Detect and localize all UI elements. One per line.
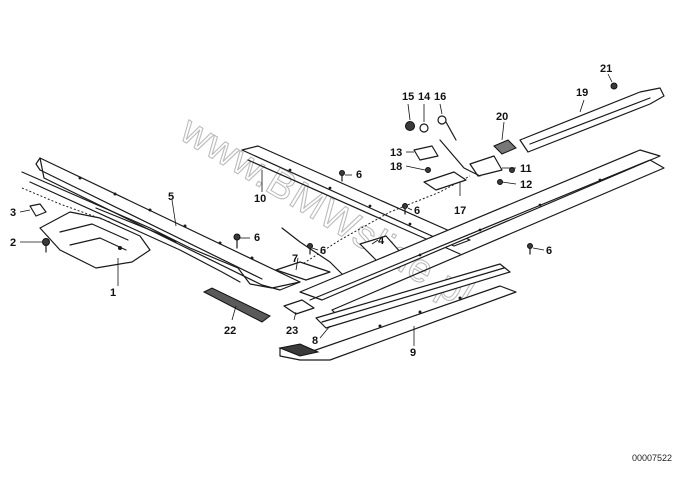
part-2-screw [42,238,50,253]
callout-23: 23 [286,325,298,337]
callout-8: 8 [312,335,318,347]
callout-7: 7 [292,253,298,265]
callout-3: 3 [10,207,16,219]
part-20-pad [493,139,517,155]
callout-1: 1 [110,287,116,299]
callout-10: 10 [254,193,266,205]
callout-14: 14 [418,91,431,103]
part-19-lifting-arm [519,87,665,153]
part-17-bracket [423,139,515,191]
right-guide-rail [299,149,665,319]
part-9-lower-rail [278,285,517,361]
screw-6-d [307,243,313,255]
screw-6-b [233,233,241,249]
callout-6-right: 6 [546,245,552,257]
callout-2: 2 [10,237,16,249]
callout-15: 15 [402,91,414,103]
callout-22: 22 [224,325,236,337]
part-13-lever [413,145,439,161]
callout-9: 9 [410,347,416,359]
part-1-drive-bracket [21,187,177,269]
screw-6-c [402,203,408,215]
callout-6-lower: 6 [320,245,326,257]
callout-5: 5 [168,191,174,203]
callout-6-middle: 6 [414,205,420,217]
part-7-slide [275,261,331,281]
callout-16: 16 [434,91,446,103]
callout-19: 19 [576,87,588,99]
callout-6-upper: 6 [356,169,362,181]
part-5-frame-rail [21,157,301,291]
diagram-reference-code: 00007522 [632,453,672,463]
callout-13: 13 [390,147,402,159]
callout-17: 17 [454,205,466,217]
leader-lines [19,73,613,346]
part-15-nut [405,121,415,131]
drive-cable [289,175,471,273]
part-21-screw [610,82,618,90]
cable-guide-tube [281,227,347,279]
callout-21: 21 [600,63,612,75]
callout-6-left: 6 [254,232,260,244]
part-16-bolt [437,115,457,141]
callout-4: 4 [378,235,385,247]
part-18-screw [425,167,431,173]
part-10-cross-frame [241,145,471,255]
callout-20: 20 [496,111,508,123]
part-23-plate [283,299,315,315]
callout-12: 12 [520,179,532,191]
callout-18: 18 [390,161,402,173]
screw-6-e [527,243,533,255]
screw-6-a [339,170,345,182]
part-14-spacer [419,123,429,133]
part-22-seal-strip [202,287,271,323]
callout-11: 11 [520,163,532,175]
part-3-clip [29,203,47,217]
part-8-slide-rail [315,263,511,329]
